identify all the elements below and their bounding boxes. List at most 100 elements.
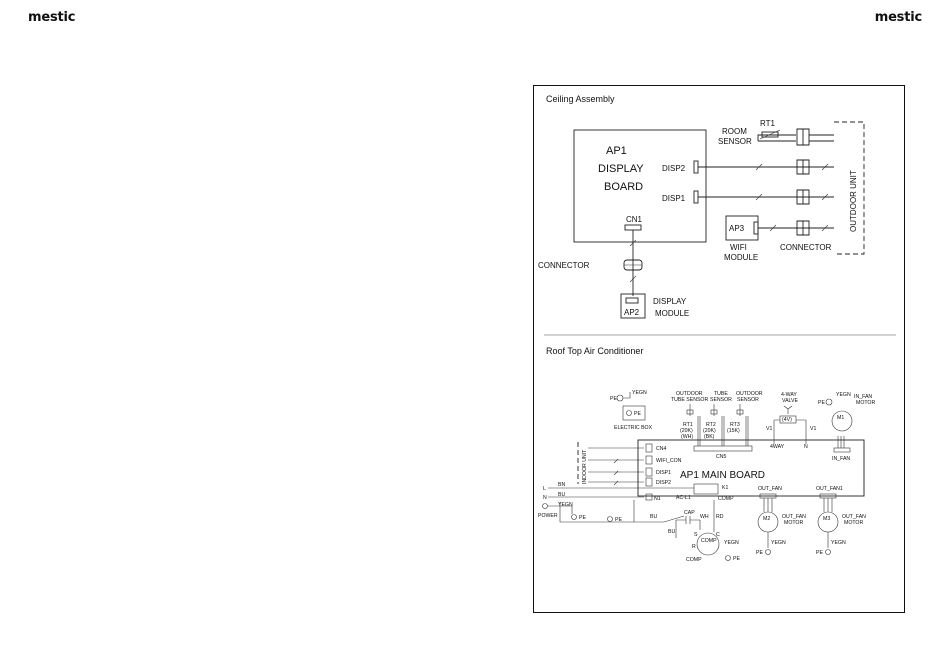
- pe-m2-label: PE: [756, 550, 763, 556]
- rooftop-section-title: Roof Top Air Conditioner: [546, 346, 643, 356]
- indoor-wire-marks: [613, 458, 619, 486]
- n1-label: N1: [654, 496, 661, 502]
- cn1-wire-mark2: [629, 275, 637, 283]
- n1-terminal: [645, 493, 653, 501]
- yegn-m3-label: YEGN: [831, 540, 846, 546]
- wh-label: WH: [700, 514, 709, 520]
- wifi-wire-mark: [769, 224, 777, 232]
- room-label: ROOM: [722, 127, 747, 136]
- pe-box-ground-icon: [626, 410, 632, 416]
- sensor-c-label: SENSOR: [737, 397, 759, 403]
- disp1-terminal: [693, 190, 699, 204]
- pe-box-label: PE: [634, 411, 641, 417]
- wifi-module-label: MODULE: [724, 253, 758, 262]
- brand-logo-right: mestic: [874, 10, 922, 25]
- bu-label: BU: [558, 492, 565, 498]
- power-wires: [548, 487, 694, 514]
- cn5-terminal: [693, 445, 753, 452]
- rt3-val-label: (15K): [727, 428, 740, 434]
- disp1-wire-mark: [755, 193, 763, 201]
- yegn-infan-label: YEGN: [836, 392, 851, 398]
- rt1-symbol: [686, 409, 694, 415]
- n-label: N: [543, 495, 547, 501]
- rt-disp1-terminal: [645, 467, 653, 477]
- cn1-wire-mark: [629, 239, 637, 247]
- outdoor-tube-label: OUTDOOR: [676, 391, 703, 397]
- connector-left-label: CONNECTOR: [538, 261, 590, 270]
- disp1-wire-mark2: [821, 193, 829, 201]
- indoor-wires: [588, 447, 644, 483]
- rt-disp2-terminal: [645, 477, 653, 487]
- yegn-comp-label: YEGN: [724, 540, 739, 546]
- ap1-label: AP1: [606, 145, 627, 157]
- brand-logo-left: mestic: [28, 10, 76, 25]
- compressor-wires: [675, 500, 715, 538]
- in-fan-wires: [837, 436, 845, 448]
- m2-label: M2: [763, 516, 770, 522]
- rt1-sensor-label: RT1: [683, 422, 693, 428]
- connector-right-label: CONNECTOR: [780, 243, 832, 252]
- disp2-wire-mark: [755, 163, 763, 171]
- sensor-label: SENSOR: [718, 137, 752, 146]
- in-fan-motor: [831, 410, 853, 432]
- valve-box: [779, 415, 797, 424]
- pe-top-label: PE: [610, 396, 617, 402]
- rt2-val-label: (20K): [703, 428, 716, 434]
- pe-power-label: PE: [579, 515, 586, 521]
- pe-bu-label: PE: [615, 517, 622, 523]
- yegn-power-label: YEGN: [558, 502, 573, 508]
- pe-ground-icon: [616, 394, 624, 402]
- compressor-motor: [696, 532, 720, 556]
- wifi-connector: [796, 220, 810, 236]
- ap1-display-board: [573, 129, 707, 243]
- bu-a-label: BU: [650, 514, 657, 520]
- compressor-feed-wires: [559, 500, 685, 523]
- power-ground-icon: [542, 503, 548, 509]
- rt2-code-label: (BK): [704, 434, 715, 440]
- out-fan-motor2a-label: OUT_FAN: [842, 514, 866, 520]
- cn1-terminal: [624, 224, 642, 231]
- out-fan-ground-wires: [767, 532, 829, 548]
- k1-label: K1: [722, 485, 728, 491]
- bu-b-label: BU: [668, 529, 675, 535]
- pe-top-wire: [623, 392, 631, 399]
- room-sensor-connector: [796, 128, 810, 146]
- tube-sensor-a-label: TUBE SENSOR: [671, 397, 708, 403]
- cap-label: CAP: [684, 510, 695, 516]
- tube-top-label: TUBE: [714, 391, 728, 397]
- outdoor-c-label: OUTDOOR: [736, 391, 763, 397]
- pe-comp-label: PE: [733, 556, 740, 562]
- display-label: DISPLAY: [598, 163, 644, 175]
- out-fan-motor-m3: [817, 511, 839, 533]
- valve-line2-label: VALVE: [782, 398, 798, 404]
- ap3-label: AP3: [729, 224, 745, 233]
- bn-label: BN: [558, 482, 565, 488]
- yegn-m2-label: YEGN: [771, 540, 786, 546]
- pe-m2-ground-icon: [765, 549, 771, 555]
- pe-infan-label: PE: [818, 400, 825, 406]
- sensor-b-label: SENSOR: [710, 397, 732, 403]
- disp2-connector: [796, 159, 810, 175]
- four-way-label: 4WAY: [770, 444, 785, 450]
- pe-comp-ground-icon: [725, 555, 731, 561]
- valve-line1-label: 4-WAY: [781, 392, 797, 398]
- rt-disp2-label: DISP2: [656, 480, 671, 486]
- room-sensor-out-wire: [809, 134, 834, 142]
- out-fan-motor2b-label: MOTOR: [844, 520, 863, 526]
- disp2-label: DISP2: [662, 164, 686, 173]
- valve-code-label: (4V): [782, 417, 792, 423]
- comp-terminal-label: COMP: [718, 496, 734, 502]
- pe-bu-ground-icon: [607, 516, 613, 522]
- electric-box-label: ELECTRIC BOX: [614, 425, 653, 431]
- k1-relay: [693, 483, 719, 495]
- out-fan-motor1b-label: MOTOR: [784, 520, 803, 526]
- wiring-diagram: Ceiling Assembly AP1 DISPLAY BOARD DISP2…: [538, 94, 896, 563]
- pe-m3-label: PE: [816, 550, 823, 556]
- pe-m3-ground-icon: [825, 549, 831, 555]
- rt2-symbol: [710, 409, 718, 415]
- rt-disp1-label: DISP1: [656, 470, 671, 476]
- wifi-con-label: WIFI_CON: [656, 458, 682, 464]
- valve-wires: [773, 419, 807, 444]
- wifi-con-terminal: [645, 455, 653, 465]
- cn1-label: CN1: [626, 215, 643, 224]
